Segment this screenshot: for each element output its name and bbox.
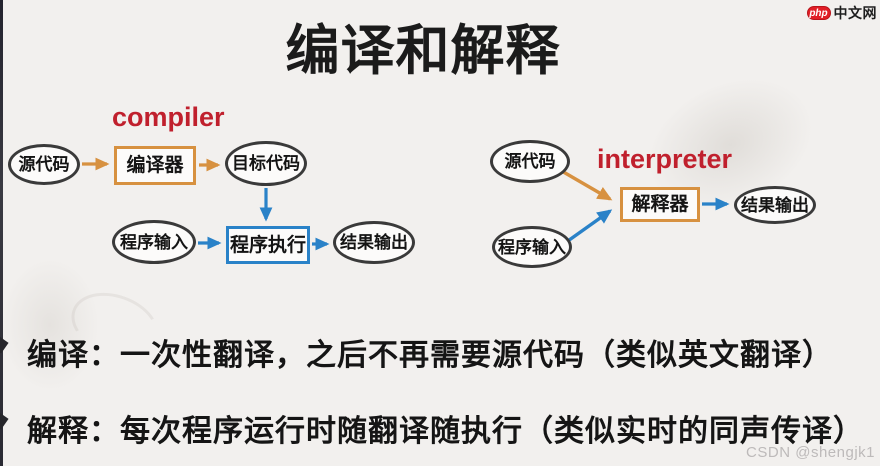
compiler-program-input-node: 程序输入 [112, 220, 196, 264]
note-interpret: 解释：每次程序运行时随翻译随执行（类似实时的同声传译） [27, 415, 864, 448]
php-logo-site-name: 中文网 [833, 5, 877, 21]
interpreter-program-input-node: 程序输入 [492, 226, 572, 268]
note-bullet [0, 411, 9, 430]
interpreter-result-output-node: 结果输出 [734, 186, 816, 224]
page-title: 编译和解释 [285, 21, 561, 81]
note-compile: 编译：一次性翻译，之后不再需要源代码（类似英文翻译） [27, 339, 833, 372]
target-code-node: 目标代码 [225, 141, 307, 186]
compiler-box-node: 编译器 [114, 146, 196, 185]
interpreter-diagram-label: interpreter [597, 144, 733, 174]
note-bullet [0, 335, 9, 354]
background-smudge [0, 230, 120, 420]
php-logo-badge: php [806, 6, 831, 20]
left-edge-strip [0, 0, 3, 466]
compiler-result-output-node: 结果输出 [333, 221, 415, 264]
csdn-watermark: CSDN @shengjk1 [746, 444, 875, 461]
php-chinese-net-logo: php 中文网 [806, 3, 878, 23]
compiler-diagram-label: compiler [112, 102, 225, 132]
program-exec-node: 程序执行 [226, 226, 310, 264]
interpreter-box-node: 解释器 [620, 187, 700, 222]
interpreter-source-code-node: 源代码 [490, 140, 570, 183]
compiler-source-code-node: 源代码 [8, 144, 80, 185]
arrow-input-to-interpreter [564, 209, 613, 245]
